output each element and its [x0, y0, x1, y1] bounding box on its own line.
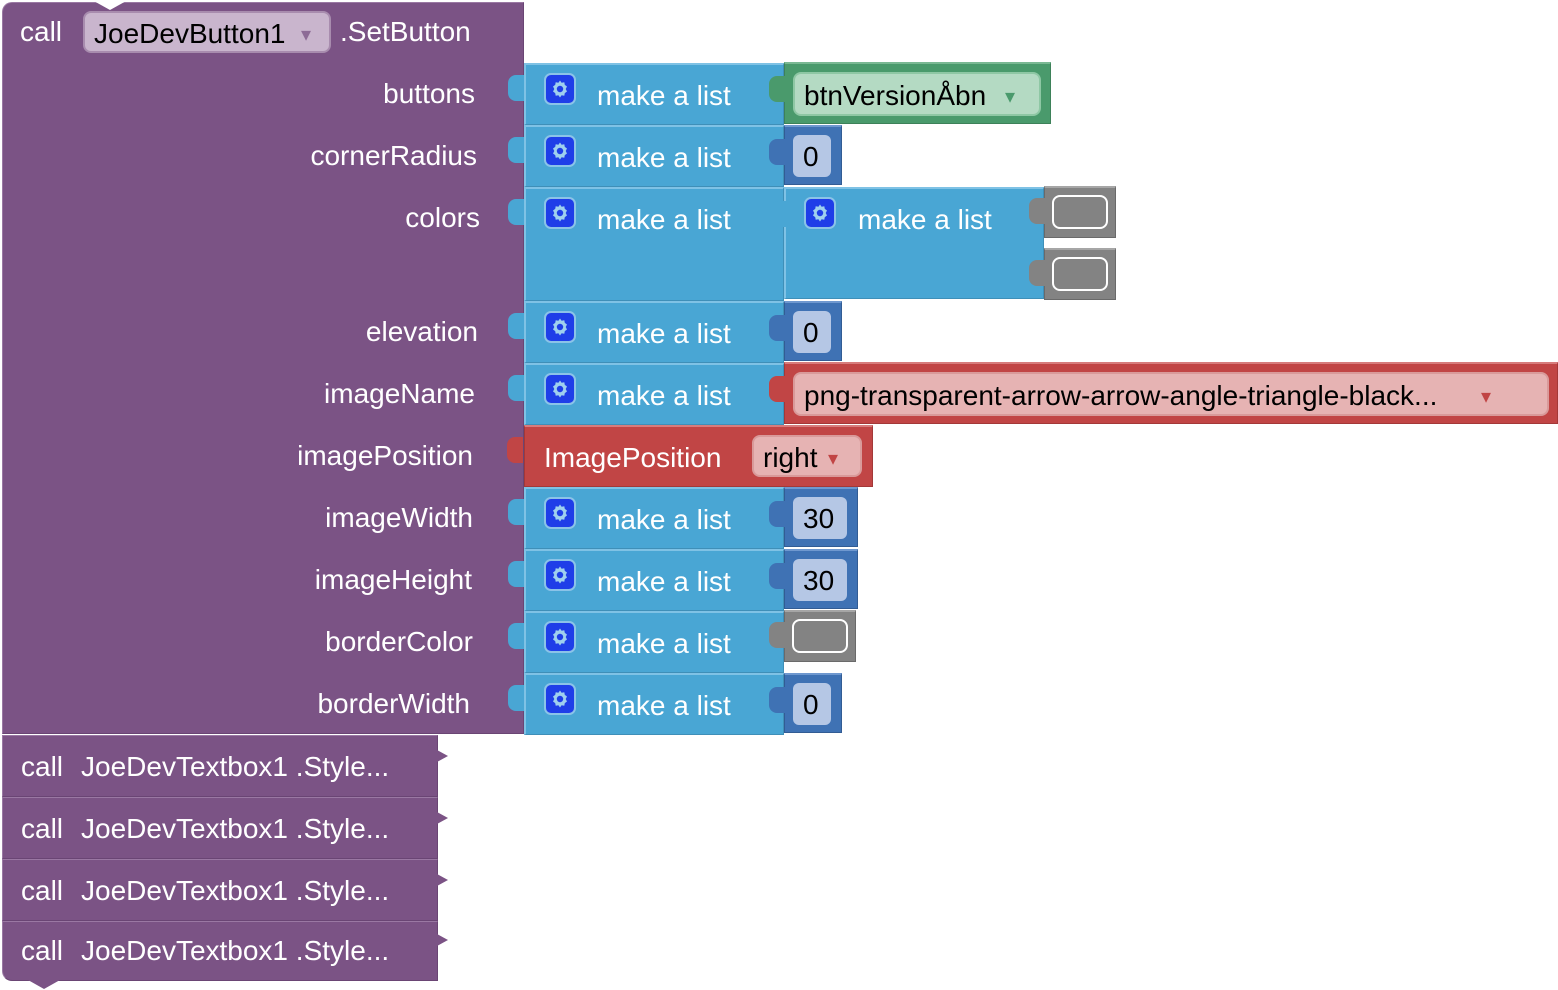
make-a-list-label: make a list — [597, 204, 731, 235]
number-field[interactable]: 30 — [793, 497, 847, 539]
chevron-down-icon: ▾ — [1005, 86, 1016, 108]
make-a-list-block-imageHeight[interactable]: make a list — [508, 549, 784, 611]
color-swatch[interactable] — [1052, 257, 1108, 291]
make-a-list-block-buttons[interactable]: make a list — [508, 63, 784, 125]
collapsed-jag — [426, 806, 448, 830]
make-a-list-label: make a list — [858, 204, 992, 235]
color-swatch[interactable] — [792, 619, 848, 653]
make-a-list-label: make a list — [597, 690, 731, 721]
chevron-down-icon: ▾ — [828, 448, 839, 470]
param-label-imageHeight: imageHeight — [314, 564, 472, 595]
number-field[interactable]: 0 — [793, 311, 831, 353]
color-block-2[interactable] — [1029, 248, 1116, 300]
number-field[interactable]: 0 — [793, 683, 831, 725]
make-a-list-label: make a list — [597, 318, 731, 349]
param-label-borderColor: borderColor — [325, 626, 473, 657]
number-block-elevation[interactable]: 0 — [769, 301, 842, 361]
gear-icon[interactable] — [544, 311, 576, 343]
gear-icon[interactable] — [804, 197, 836, 229]
gear-icon[interactable] — [544, 197, 576, 229]
make-a-list-label: make a list — [597, 142, 731, 173]
make-a-list-block-imageName[interactable]: make a list — [508, 363, 784, 425]
make-a-list-label: make a list — [597, 504, 731, 535]
make-a-list-label: make a list — [597, 380, 731, 411]
number-field[interactable]: 30 — [793, 559, 847, 601]
component-value-dropdown[interactable]: btnVersionÅbn ▾ — [793, 72, 1041, 116]
make-a-list-label: make a list — [597, 628, 731, 659]
param-label-imagePosition: imagePosition — [297, 440, 473, 471]
asset-value: png-transparent-arrow-arrow-angle-triang… — [804, 380, 1438, 411]
make-a-list-block-imageWidth[interactable]: make a list — [508, 487, 784, 549]
param-label-imageName: imageName — [324, 378, 475, 409]
component-block-btnVersionAbn[interactable]: btnVersionÅbn ▾ — [769, 62, 1051, 124]
image-position-value: right — [763, 442, 818, 473]
image-position-dropdown[interactable]: right ▾ — [752, 435, 862, 477]
collapsed-call-block[interactable]: call JoeDevTextbox1 .Style... — [2, 921, 438, 981]
set-button-call-block[interactable] — [2, 2, 524, 734]
param-label-borderWidth: borderWidth — [317, 688, 470, 719]
gear-icon[interactable] — [544, 73, 576, 105]
make-a-list-block-borderWidth[interactable]: make a list — [508, 673, 784, 735]
call-label: call — [20, 16, 63, 47]
chevron-down-icon: ▾ — [1481, 386, 1492, 408]
make-a-list-label: make a list — [597, 80, 731, 111]
image-position-label: ImagePosition — [544, 442, 722, 473]
param-label-imageWidth: imageWidth — [325, 502, 473, 533]
collapsed-jag — [426, 744, 448, 768]
number-block-cornerRadius[interactable]: 0 — [769, 125, 842, 185]
collapsed-call-block[interactable]: call JoeDevTextbox1 .Style... — [2, 859, 438, 921]
make-a-list-label: make a list — [597, 566, 731, 597]
number-field[interactable]: 0 — [793, 135, 831, 177]
component-dropdown-value: JoeDevButton1 — [94, 18, 286, 49]
next-connector-notch — [28, 980, 60, 989]
number-block-imageHeight[interactable]: 30 — [769, 549, 858, 609]
color-block-1[interactable] — [1029, 186, 1116, 238]
chevron-down-icon: ▾ — [301, 24, 312, 46]
collapsed-jag — [426, 868, 448, 892]
param-label-cornerRadius: cornerRadius — [310, 140, 477, 171]
make-a-list-block-elevation[interactable]: make a list — [508, 301, 784, 363]
image-position-block[interactable]: ImagePosition right ▾ — [507, 425, 873, 487]
number-block-imageWidth[interactable]: 30 — [769, 487, 858, 547]
param-label-colors: colors — [405, 202, 480, 233]
make-a-list-block-borderColor[interactable]: make a list — [508, 611, 784, 673]
make-a-list-block-cornerRadius[interactable]: make a list — [508, 125, 784, 187]
param-label-elevation: elevation — [365, 316, 478, 347]
number-block-borderWidth[interactable]: 0 — [769, 673, 842, 733]
param-label-buttons: buttons — [383, 78, 475, 109]
gear-icon[interactable] — [544, 497, 576, 529]
make-a-list-block-colors[interactable]: make a list — [508, 187, 784, 301]
previous-connector-notch — [92, 0, 128, 10]
color-block-borderColor[interactable] — [769, 610, 856, 662]
asset-dropdown[interactable]: png-transparent-arrow-arrow-angle-triang… — [793, 372, 1549, 416]
gear-icon[interactable] — [544, 135, 576, 167]
collapsed-call-block[interactable]: call JoeDevTextbox1 .Style... — [2, 797, 438, 859]
gear-icon[interactable] — [544, 683, 576, 715]
collapsed-call-block[interactable]: call JoeDevTextbox1 .Style... — [2, 735, 438, 797]
gear-icon[interactable] — [544, 373, 576, 405]
component-value: btnVersionÅbn — [804, 80, 987, 111]
color-swatch[interactable] — [1052, 195, 1108, 229]
nested-make-a-list-block[interactable]: make a list — [770, 187, 1044, 299]
gear-icon[interactable] — [544, 621, 576, 653]
method-name: .SetButton — [340, 16, 471, 47]
collapsed-jag — [426, 928, 448, 952]
component-dropdown[interactable]: JoeDevButton1 ▾ — [83, 11, 331, 53]
gear-icon[interactable] — [544, 559, 576, 591]
asset-block-imageName[interactable]: png-transparent-arrow-arrow-angle-triang… — [769, 362, 1558, 424]
